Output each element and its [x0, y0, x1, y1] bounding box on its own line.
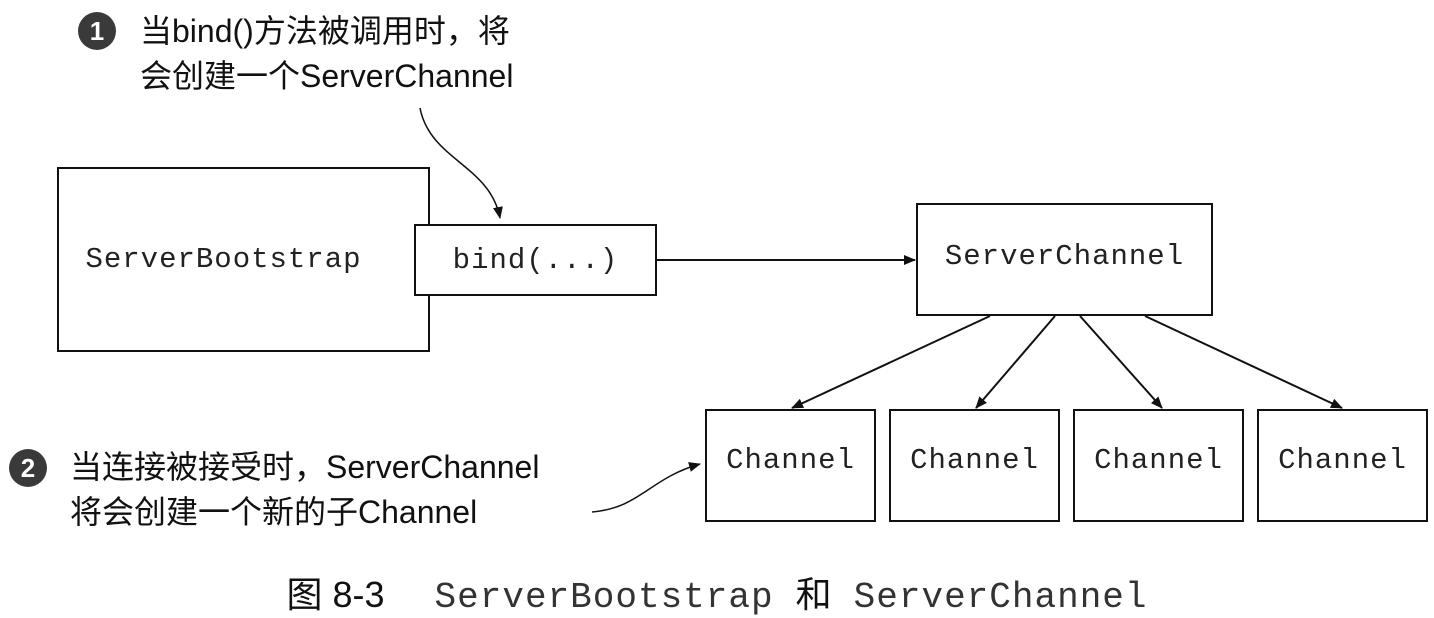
channel-box-3: Channel [1073, 409, 1244, 522]
channel-box-4: Channel [1257, 409, 1428, 522]
serverchannel-to-channel-3-arrow [1079, 315, 1163, 409]
channel-label: Channel [1094, 444, 1223, 477]
callout-1-text: 当bind()方法被调用时，将 会创建一个ServerChannel [140, 9, 513, 99]
serverbootstrap-label: ServerBootstrap [85, 243, 362, 276]
channel-label: Channel [726, 444, 855, 477]
caption-term-serverchannel: ServerChannel [853, 577, 1148, 618]
serverchannel-to-channel-4-arrow [1144, 315, 1343, 409]
serverchannel-label: ServerChannel [944, 240, 1185, 273]
channel-box-1: Channel [705, 409, 876, 522]
figure-number: 图 8-3 [286, 574, 385, 615]
channel-box-2: Channel [889, 409, 1060, 522]
callout-2-leader-arrow [591, 462, 701, 513]
figure-caption: 图 8-3 ServerBootstrap 和 ServerChannel [0, 566, 1434, 618]
bind-method-label: bind(...) [452, 243, 619, 277]
callout-2-line-1: 当连接被接受时，ServerChannel [70, 449, 540, 485]
callout-2-line-2: 将会创建一个新的子Channel [70, 494, 478, 530]
callout-2-text: 当连接被接受时，ServerChannel 将会创建一个新的子Channel [70, 445, 539, 535]
caption-term-serverbootstrap: ServerBootstrap [434, 577, 774, 618]
callout-1-number-badge: 1 [78, 12, 116, 50]
serverchannel-to-channel-1-arrow [791, 315, 991, 409]
channel-label: Channel [910, 444, 1039, 477]
serverchannel-to-channel-2-arrow [975, 315, 1056, 409]
serverbootstrap-box: ServerBootstrap [57, 167, 430, 352]
serverchannel-box: ServerChannel [916, 203, 1213, 316]
callout-1-line-2: 会创建一个ServerChannel [140, 58, 514, 94]
callout-2-number-badge: 2 [9, 449, 47, 487]
callout-1-line-1: 当bind()方法被调用时，将 [140, 13, 510, 49]
channel-label: Channel [1278, 444, 1407, 477]
bind-method-box: bind(...) [414, 224, 657, 296]
caption-conjunction: 和 [795, 574, 832, 615]
callout-1-leader-arrow [419, 107, 503, 219]
